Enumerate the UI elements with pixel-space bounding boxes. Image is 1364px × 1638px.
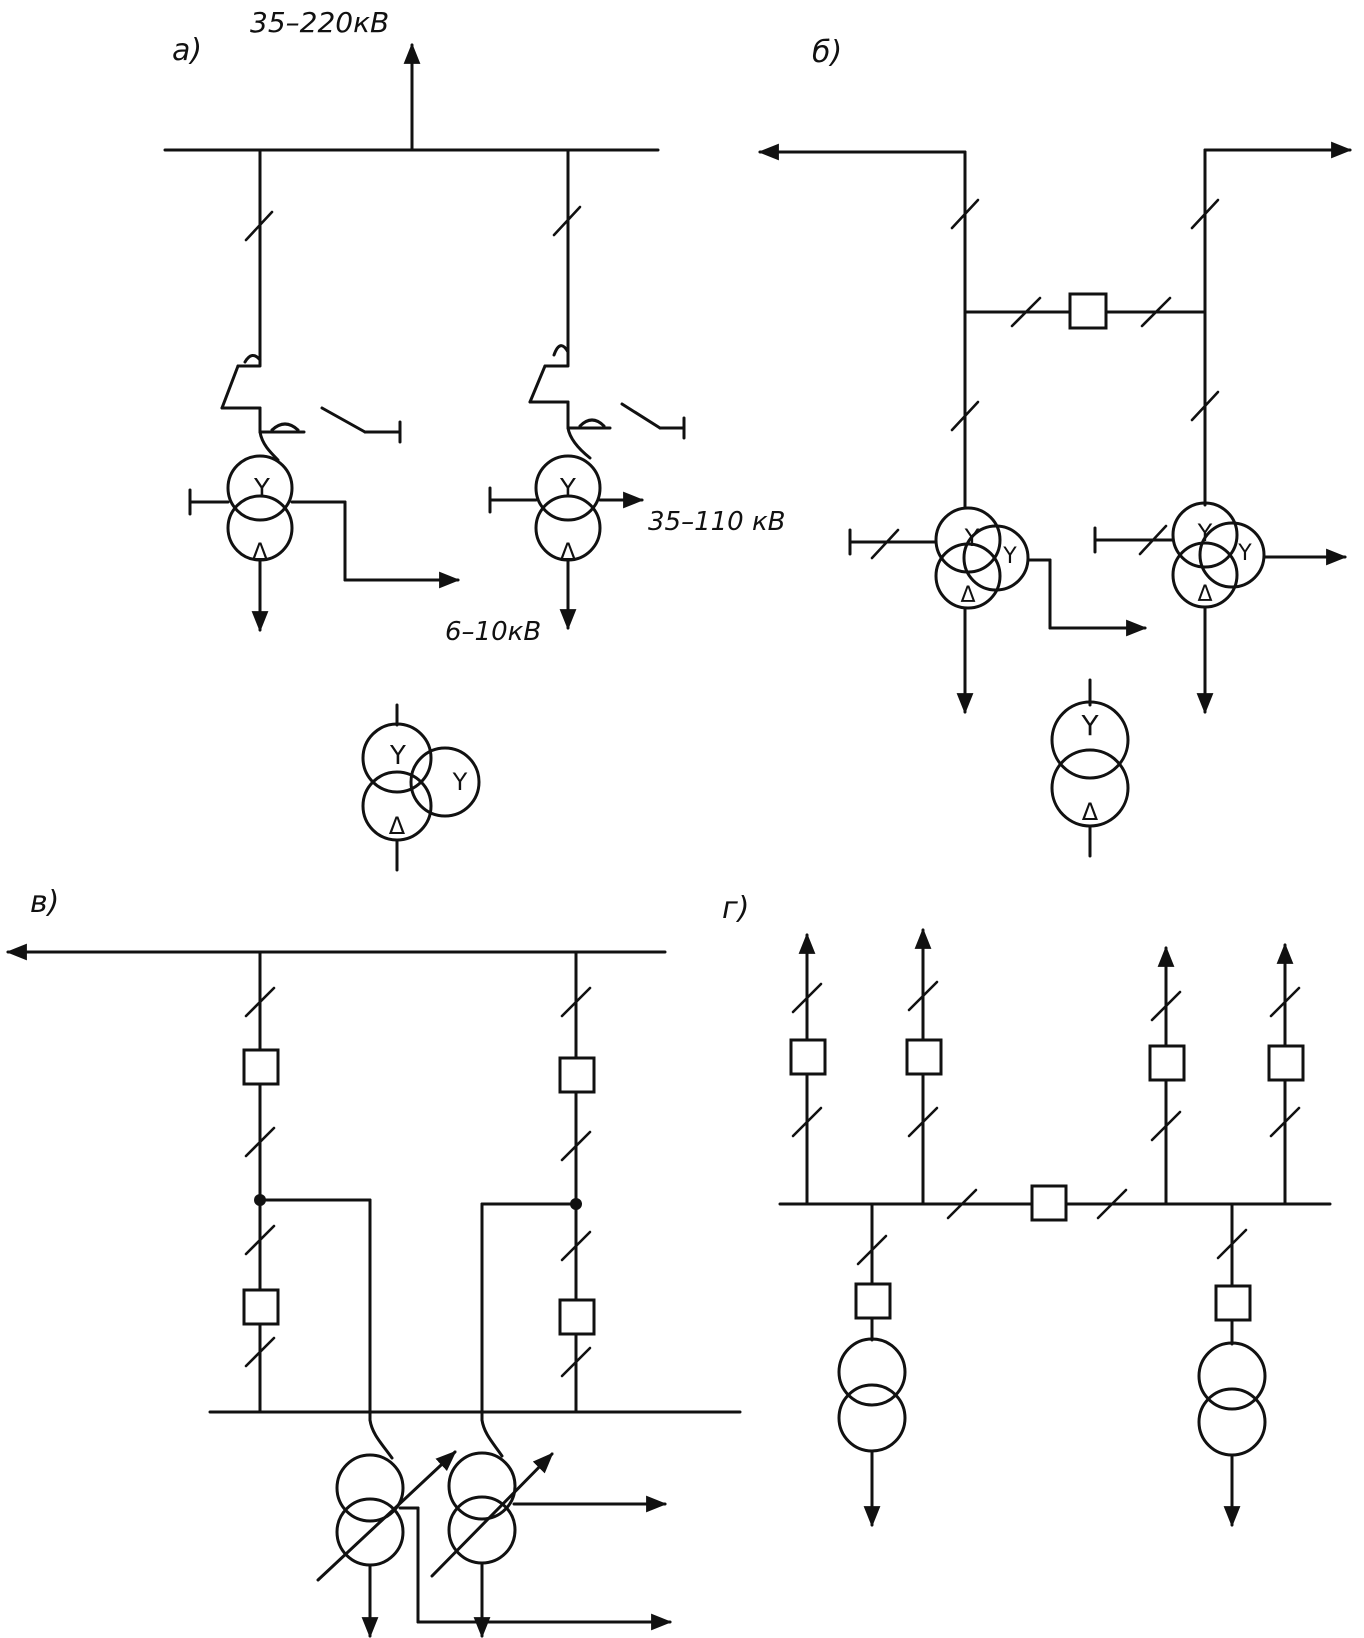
svg-text:Δ: Δ — [960, 583, 975, 608]
svg-text:Y: Y — [452, 768, 468, 796]
svg-text:Δ: Δ — [252, 538, 269, 566]
sectional-tick — [946, 1188, 978, 1220]
svg-text:Δ: Δ — [1197, 582, 1212, 607]
feeder-g-1 — [789, 932, 827, 1206]
disconnector-tick — [244, 210, 274, 242]
svg-text:Y: Y — [1197, 519, 1213, 547]
circuit-breaker-bridge — [1068, 292, 1108, 330]
branch-b-left: Y Y Δ — [848, 150, 1148, 715]
branch-v-right — [480, 950, 596, 1458]
feeder-g-4 — [1267, 942, 1305, 1206]
branch-a-left: Y Δ — [188, 148, 461, 633]
panel-v: в) — [5, 885, 742, 1638]
panel-b: б) Y Y Δ — [757, 35, 1353, 858]
transformer-g-right — [1197, 1202, 1267, 1528]
branch-b-right: Y Y Δ — [1093, 148, 1348, 715]
svg-text:Y: Y — [1237, 541, 1252, 566]
transformer-g-left — [837, 1202, 907, 1528]
regulating-transformer-left — [316, 1450, 673, 1638]
panel-a-label: а) — [172, 33, 202, 68]
bridge-b — [963, 292, 1207, 330]
svg-text:Y: Y — [1080, 709, 1099, 742]
panel-a: а) 35–220кВ 35–110 кВ 6–10кВ Y Δ — [163, 6, 786, 872]
panel-g-label: г) — [722, 891, 749, 926]
fuse-separator — [243, 354, 262, 364]
svg-text:Y: Y — [389, 741, 406, 771]
branch-v-left — [242, 950, 394, 1460]
transformer-winding-star — [226, 454, 294, 522]
svg-text:Y: Y — [559, 474, 576, 504]
svg-text:Y: Y — [253, 474, 270, 504]
panel-b-label: б) — [812, 35, 842, 70]
svg-text:Δ: Δ — [1082, 798, 1099, 826]
svg-text:Y: Y — [964, 524, 980, 552]
branch-a-right: Y Δ — [488, 148, 686, 631]
svg-text:Δ: Δ — [389, 812, 406, 840]
legend-two-winding-transformer: Y Δ — [1050, 678, 1130, 858]
panel-v-label: в) — [30, 885, 59, 920]
voltage-label-mid: 35–110 кВ — [648, 507, 786, 537]
svg-text:Y: Y — [1002, 544, 1017, 569]
short-circuiter — [270, 422, 300, 432]
regulating-transformer-right — [430, 1451, 668, 1638]
feeder-g-3 — [1148, 945, 1186, 1206]
legend-three-winding-transformer: Y Y Δ — [361, 703, 481, 872]
svg-text:Δ: Δ — [560, 538, 577, 566]
feeder-g-2 — [905, 927, 943, 1206]
voltage-label-high: 35–220кВ — [250, 6, 389, 39]
sectional-breaker — [1030, 1184, 1068, 1222]
voltage-label-low: 6–10кВ — [445, 617, 541, 647]
panel-g: г) — [722, 891, 1332, 1528]
